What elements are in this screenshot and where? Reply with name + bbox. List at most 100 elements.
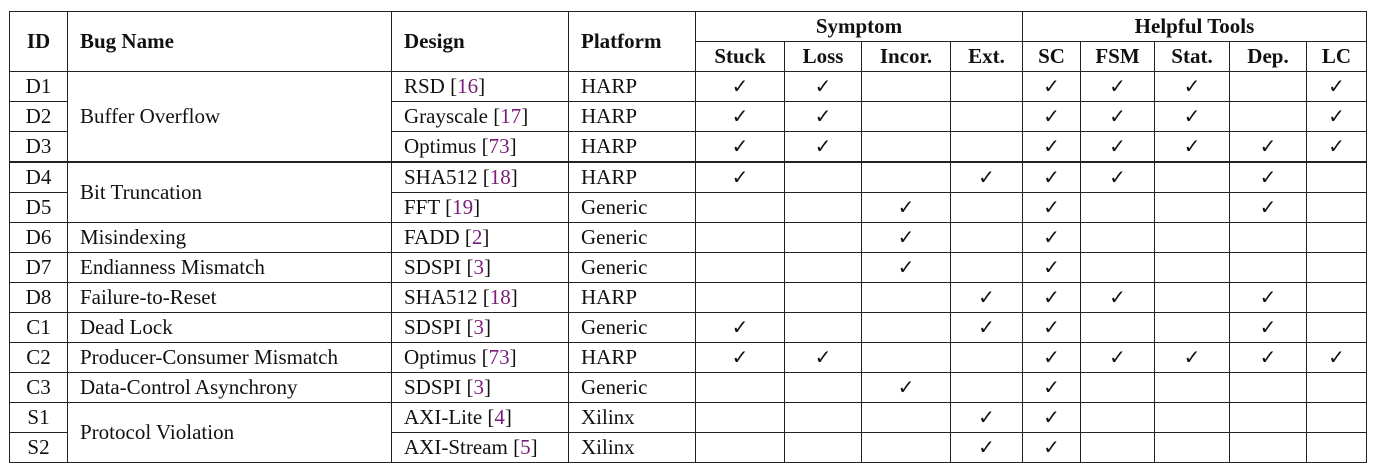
checkmark-icon: ✓ (1043, 255, 1060, 279)
check-cell (784, 282, 862, 313)
check-cell (1229, 402, 1307, 433)
check-cell: ✓ (1080, 131, 1155, 163)
checkmark-icon: ✓ (978, 285, 995, 309)
check-cell: ✓ (950, 312, 1023, 343)
check-cell (1080, 312, 1155, 343)
platform-cell: HARP (568, 161, 696, 193)
checkmark-icon: ✓ (1328, 345, 1345, 369)
design-name: SDSPI (404, 315, 462, 339)
checkmark-icon: ✓ (814, 104, 832, 128)
checkmark-icon: ✓ (731, 104, 749, 128)
check-cell: ✓ (695, 342, 785, 373)
row-id: D4 (9, 161, 68, 193)
check-cell (1306, 222, 1367, 253)
check-cell (1306, 192, 1367, 223)
design-cell: SHA512 [18] (391, 161, 569, 193)
bug-name: Failure-to-Reset (67, 282, 392, 313)
header-stuck: Stuck (695, 41, 785, 72)
header-dep: Dep. (1229, 41, 1307, 72)
check-cell (1154, 432, 1230, 463)
header-platform: Platform (568, 11, 696, 72)
citation-link[interactable]: 18 (489, 165, 511, 189)
design-cell: Optimus [73] (391, 342, 569, 373)
header-design: Design (391, 11, 569, 72)
checkmark-icon: ✓ (1183, 74, 1201, 98)
design-name: SDSPI (404, 375, 462, 399)
checkmark-icon: ✓ (1043, 104, 1060, 128)
design-cell: Grayscale [17] (391, 101, 569, 132)
header-id: ID (9, 11, 68, 72)
check-cell (1229, 372, 1307, 403)
check-cell (1306, 282, 1367, 313)
citation-link[interactable]: 3 (473, 315, 484, 339)
header-stat: Stat. (1154, 41, 1230, 72)
citation-link[interactable]: 19 (452, 195, 474, 219)
citation-link[interactable]: 16 (457, 74, 479, 98)
citation-link[interactable]: 4 (494, 405, 505, 429)
citation-link[interactable]: 3 (473, 375, 484, 399)
check-cell (861, 402, 951, 433)
platform-cell: HARP (568, 282, 696, 313)
check-cell: ✓ (695, 131, 785, 163)
check-cell (1154, 312, 1230, 343)
check-cell (1154, 222, 1230, 253)
check-cell: ✓ (1080, 282, 1155, 313)
design-name: SHA512 (404, 165, 478, 189)
citation-link[interactable]: 2 (471, 225, 483, 249)
check-cell (695, 252, 785, 283)
checkmark-icon: ✓ (1328, 104, 1345, 128)
bug-name: Producer-Consumer Mismatch (67, 342, 392, 373)
design-name: RSD (404, 74, 445, 98)
check-cell (950, 71, 1023, 102)
bug-table: ID Bug Name Design Platform Symptom Help… (9, 11, 1367, 463)
header-symptom-group: Symptom (695, 11, 1023, 42)
check-cell: ✓ (784, 71, 862, 102)
design-name: AXI-Lite (404, 405, 483, 429)
citation-link[interactable]: 73 (488, 134, 510, 158)
check-cell: ✓ (1022, 131, 1081, 163)
check-cell (1306, 372, 1367, 403)
check-cell: ✓ (1229, 131, 1307, 163)
row-id: D7 (9, 252, 68, 283)
check-cell: ✓ (1154, 131, 1230, 163)
check-cell (695, 192, 785, 223)
check-cell: ✓ (1080, 71, 1155, 102)
checkmark-icon: ✓ (1109, 104, 1126, 128)
design-cell: Optimus [73] (391, 131, 569, 163)
bug-name: Protocol Violation (67, 402, 392, 463)
check-cell (861, 161, 951, 193)
check-cell: ✓ (1022, 342, 1081, 373)
check-cell: ✓ (1080, 101, 1155, 132)
check-cell (861, 312, 951, 343)
citation-link[interactable]: 5 (520, 435, 531, 459)
header-tools-group: Helpful Tools (1022, 11, 1367, 42)
check-cell (950, 372, 1023, 403)
citation-link[interactable]: 17 (500, 104, 522, 128)
checkmark-icon: ✓ (731, 315, 749, 339)
checkmark-icon: ✓ (978, 165, 995, 189)
checkmark-icon: ✓ (1109, 285, 1126, 309)
citation-link[interactable]: 73 (488, 345, 510, 369)
check-cell (1154, 282, 1230, 313)
checkmark-icon: ✓ (1259, 315, 1277, 339)
row-id: C2 (9, 342, 68, 373)
checkmark-icon: ✓ (1043, 134, 1060, 158)
checkmark-icon: ✓ (731, 134, 749, 158)
design-name: AXI-Stream (404, 435, 508, 459)
citation-link[interactable]: 3 (473, 255, 484, 279)
check-cell (861, 131, 951, 163)
citation-link[interactable]: 18 (489, 285, 511, 309)
row-id: D1 (9, 71, 68, 102)
platform-cell: Generic (568, 312, 696, 343)
header-fsm: FSM (1080, 41, 1155, 72)
platform-cell: Generic (568, 372, 696, 403)
row-id: C1 (9, 312, 68, 343)
checkmark-icon: ✓ (731, 345, 749, 369)
checkmark-icon: ✓ (1043, 315, 1060, 339)
checkmark-icon: ✓ (1043, 345, 1060, 369)
platform-cell: HARP (568, 71, 696, 102)
platform-cell: Generic (568, 192, 696, 223)
check-cell (1080, 372, 1155, 403)
